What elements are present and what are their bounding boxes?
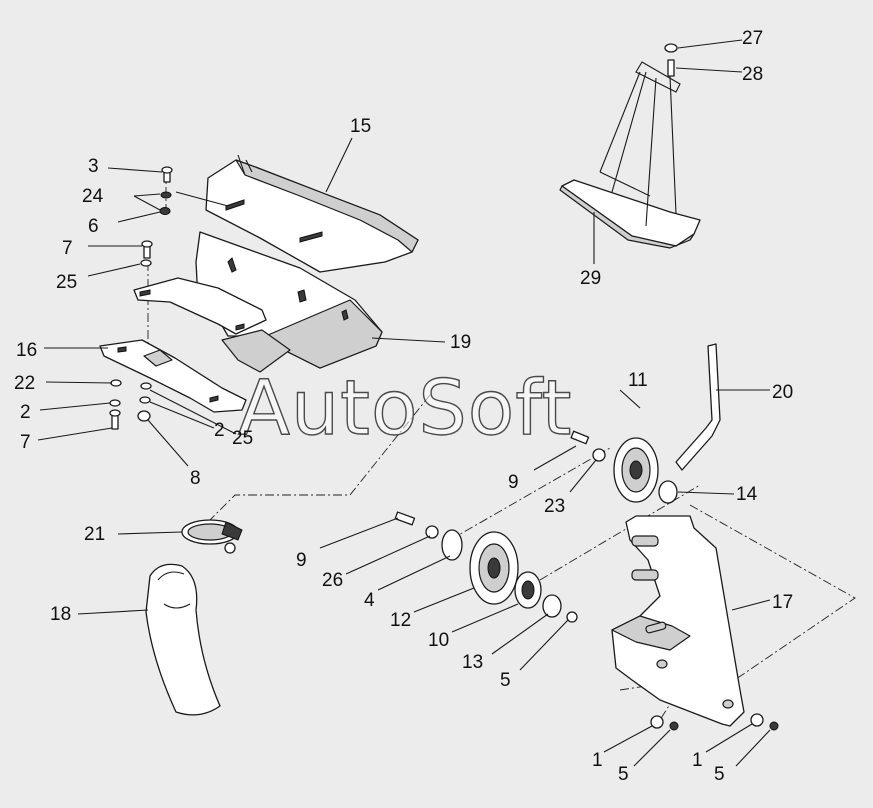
label-5-bottom-right: 5 (714, 764, 725, 785)
parts-27-28-fasteners (664, 43, 678, 77)
label-2-right: 2 (214, 420, 225, 441)
pulley-12-group (394, 511, 562, 618)
label-2-left: 2 (20, 402, 31, 423)
label-13: 13 (462, 652, 483, 673)
label-5-middle: 5 (500, 670, 511, 691)
label-18: 18 (50, 604, 71, 625)
part-19-lower-duct (195, 231, 383, 373)
label-21: 21 (84, 524, 105, 545)
fasteners-left (109, 166, 173, 430)
part-19-flange (133, 277, 267, 335)
fasteners-plate (566, 611, 779, 731)
label-25-bottom: 25 (232, 428, 253, 449)
label-1-left: 1 (592, 750, 603, 771)
part-17-mounting-plate (611, 515, 745, 727)
label-26: 26 (322, 570, 343, 591)
label-1-right: 1 (692, 750, 703, 771)
label-23: 23 (544, 496, 565, 517)
label-7-bottom: 7 (20, 432, 31, 453)
label-24: 24 (82, 186, 104, 207)
label-9-right: 9 (508, 472, 519, 493)
label-22: 22 (14, 373, 35, 394)
label-14: 14 (736, 484, 758, 505)
label-4: 4 (364, 590, 375, 611)
label-28: 28 (742, 64, 763, 85)
part-29-stand-frame (559, 61, 701, 249)
part-15-upper-cover (205, 154, 419, 273)
label-9-left: 9 (296, 550, 307, 571)
part-16-bracket (99, 339, 247, 413)
label-17: 17 (772, 592, 793, 613)
label-15: 15 (350, 116, 371, 137)
label-5-bottom-left: 5 (618, 764, 629, 785)
part-20-bent-rod (675, 343, 721, 471)
label-10: 10 (428, 630, 449, 651)
label-29: 29 (580, 268, 601, 289)
pulley-11-group (570, 430, 678, 504)
label-12: 12 (390, 610, 411, 631)
label-6: 6 (88, 216, 99, 237)
label-16: 16 (16, 340, 37, 361)
leader-lines (37, 39, 771, 767)
part-21-hose-clamp (181, 519, 243, 554)
label-7-top: 7 (62, 238, 73, 259)
label-27: 27 (742, 28, 763, 49)
label-8: 8 (190, 468, 201, 489)
part-18-hose (145, 563, 221, 716)
label-3: 3 (88, 156, 99, 177)
label-20: 20 (772, 382, 793, 403)
callout-labels: 15 3 24 6 7 25 19 16 22 2 7 25 2 8 27 28… (14, 28, 793, 785)
label-25-top: 25 (56, 272, 77, 293)
label-11: 11 (628, 370, 648, 391)
watermark-text: AutoSoft (238, 363, 572, 452)
label-19: 19 (450, 332, 471, 353)
